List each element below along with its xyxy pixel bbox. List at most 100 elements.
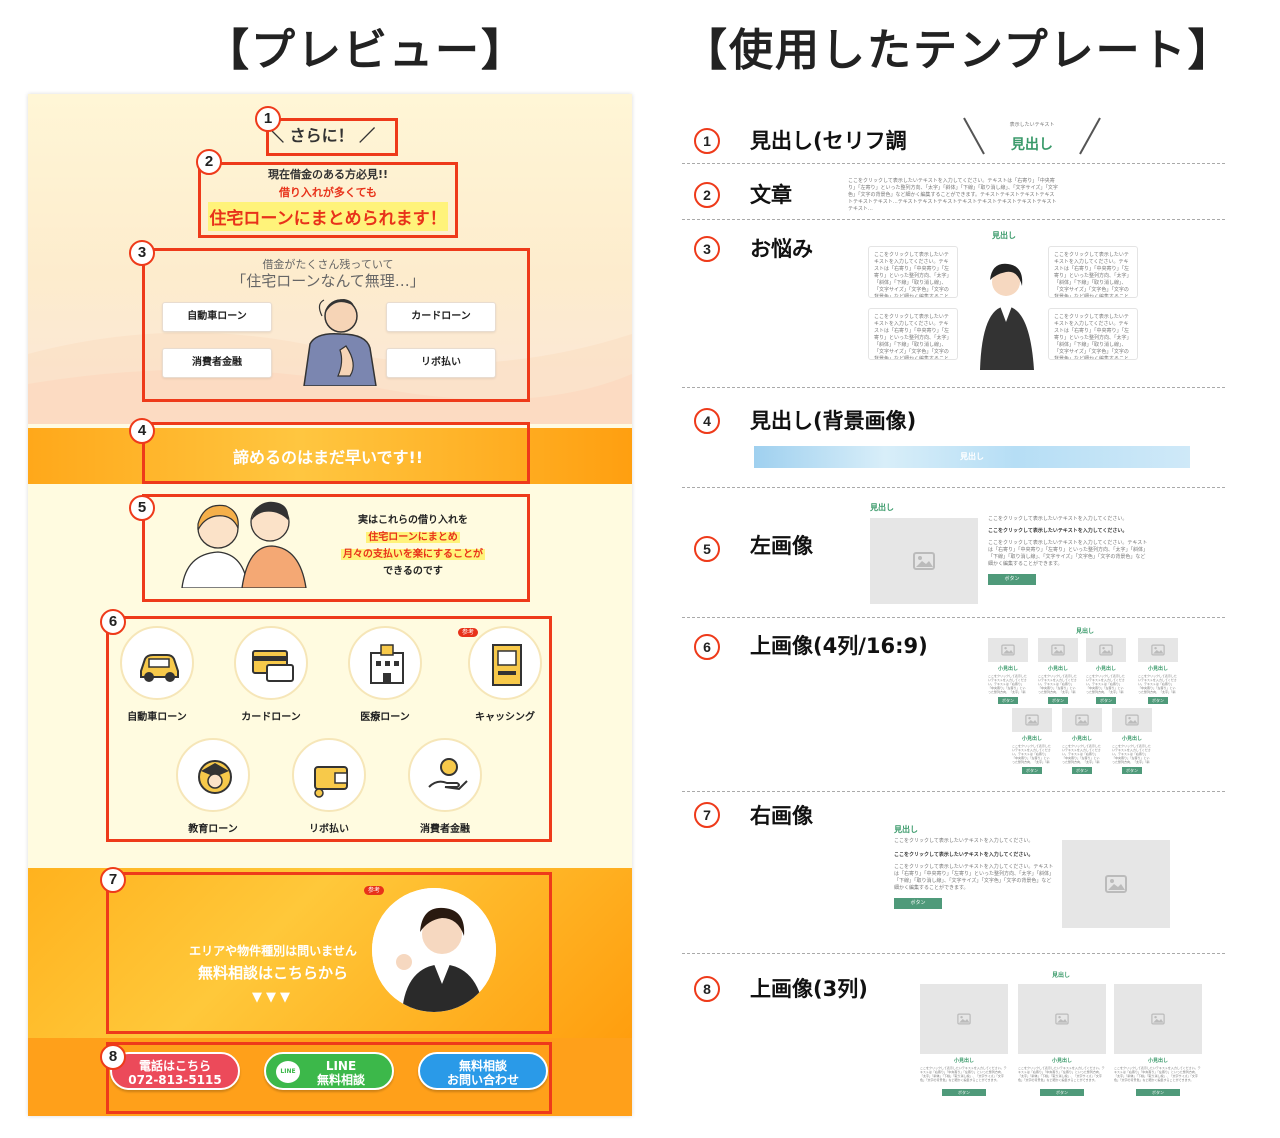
thumb-serif-heading: 表示したいテキスト 見出し [962,114,1102,158]
loan-label: 自動車ローン [127,712,187,723]
template-number: 6 [694,634,720,660]
preview-title: 【プレビュー】 [205,25,527,76]
thumb3-card: ここをクリックして表示したいテキストを入力してください。テキストは「右寄り」「中… [1048,308,1138,360]
image-placeholder-icon [1151,644,1165,656]
worried-man-illustration [303,299,377,386]
marker-6: 6 [100,609,126,635]
thumb-card: 小見出しここをクリックして表示したいテキストを入力してください。テキストは「右寄… [1138,638,1178,704]
thumb-card: 小見出しここをクリックして表示したいテキストを入力してください。テキストは「右寄… [1038,638,1078,704]
thumb7-button[interactable]: ボタン [894,898,942,909]
template-number: 1 [694,128,720,154]
worry-chip: リボ払い [386,348,496,378]
thumb-card-body: ここをクリックして表示したいテキストを入力してください。テキストは「右寄り」「中… [1062,744,1101,764]
template-row-8: 8 上画像(3列) 見出し 小見出しここをクリックして表示したいテキストを入力し… [682,954,1225,1118]
thumb-card-button[interactable]: ボタン [942,1089,986,1096]
loan-circle [120,626,194,700]
phone-button[interactable]: 電話はこちら 072-813-5115 [110,1052,240,1090]
thumb-card-image [920,984,1008,1054]
section2-line3: 住宅ローンにまとめられます！ [208,202,448,231]
loan-circle [468,626,542,700]
line-button[interactable]: LINE LINE 無料相談 [264,1052,394,1090]
loan-label: カードローン [241,712,301,723]
section5-line4: できるのです [383,566,443,577]
thumb-card-image [1112,708,1152,732]
hospital-icon [370,644,404,684]
thumb6-grid: 小見出しここをクリックして表示したいテキストを入力してください。テキストは「右寄… [682,618,1225,792]
thumb-card-body: ここをクリックして表示したいテキストを入力してください。テキストは「右寄り」「中… [1086,674,1125,694]
marker-3: 3 [129,240,155,266]
thumb-card-button[interactable]: ボタン [1136,1089,1180,1096]
thumb-card-button[interactable]: ボタン [1122,767,1142,774]
thumb-card: 小見出しここをクリックして表示したいテキストを入力してください。テキストは「右寄… [1018,984,1106,1096]
thumb-card-body: ここをクリックして表示したいテキストを入力してください。テキストは「右寄り」「中… [1114,1066,1201,1082]
thumb-card-subtitle: 小見出し [1095,666,1116,672]
thumb-card-body: ここをクリックして表示したいテキストを入力してください。テキストは「右寄り」「中… [1018,1066,1105,1082]
phone-number: 072-813-5115 [128,1073,222,1087]
badge-sample: 参考 [364,886,384,895]
image-placeholder-icon [1051,644,1065,656]
thumb-card-image [1138,638,1178,662]
marker-2: 2 [196,149,222,175]
highlight-box-8 [106,1042,552,1114]
student-icon [198,760,232,794]
thumb-card-button[interactable]: ボタン [998,697,1018,704]
image-placeholder-icon [913,552,935,570]
template-row-1: 1 見出し(セリフ調 表示したいテキスト 見出し [682,108,1225,164]
line-icon: LINE [276,1061,300,1083]
thumb-card-button[interactable]: ボタン [1040,1089,1084,1096]
loan-circle [408,738,482,812]
image-placeholder-icon [1099,644,1113,656]
thumb-card-subtitle: 小見出し [1047,666,1068,672]
template-label: お悩み [750,237,813,261]
template-number: 2 [694,182,720,208]
template-label: 左画像 [750,534,813,558]
preview-panel: ＼ さらに！ ／ 1 現在借金のある方必見!! 借り入れが多くても 住宅ローンに… [28,94,632,1116]
thumb-card: 小見出しここをクリックして表示したいテキストを入力してください。テキストは「右寄… [1114,984,1202,1096]
template-label: 上画像(3列) [750,977,868,1001]
thumb-card-button[interactable]: ボタン [1022,767,1042,774]
thumb-card: 小見出しここをクリックして表示したいテキストを入力してください。テキストは「右寄… [1086,638,1126,704]
section1-heading: ＼ さらに！ ／ [268,126,376,145]
thumb7-line1: ここをクリックして表示したいテキストを入力してください。 [894,838,1034,844]
loan-circle [176,738,250,812]
thumb8-title: 見出し [1052,972,1071,979]
highlight-box-7 [106,872,552,1034]
thumb-card-button[interactable]: ボタン [1072,767,1092,774]
template-label: 文章 [750,183,792,207]
couple-illustration [181,501,307,588]
highlight-box-5 [142,494,530,602]
thumb-card-subtitle: 小見出し [1121,736,1142,742]
template-number: 7 [694,802,720,828]
car-icon [140,654,179,682]
thumb-card-image [1018,984,1106,1054]
template-number: 5 [694,536,720,562]
template-row-7: 7 右画像 見出し ここをクリックして表示したいテキストを入力してください。 こ… [682,792,1225,954]
loan-label: 消費者金融 [420,824,470,835]
coin-hand-icon [428,758,468,791]
thumb-card-image [1114,984,1202,1054]
section7-line2: 無料相談はこちらから [197,964,348,982]
thumb7-bold: ここをクリックして表示したいテキストを入力してください。 [894,852,1034,858]
thumb-card: 小見出しここをクリックして表示したいテキストを入力してください。テキストは「右寄… [1012,708,1052,774]
template-number: 8 [694,976,720,1002]
image-placeholder-icon [1125,714,1139,726]
template-title: 【使用したテンプレート】 [683,25,1234,76]
marker-8: 8 [100,1044,126,1070]
thumb-card-button[interactable]: ボタン [1096,697,1116,704]
worry-chip: 自動車ローン [162,302,272,332]
wallet-icon [314,766,348,798]
marker-1: 1 [255,106,281,132]
thumb3-woman-photo [980,263,1034,370]
contact-button[interactable]: 無料相談 お問い合わせ [418,1052,548,1090]
image-placeholder-icon [1025,714,1039,726]
thumb-card-button[interactable]: ボタン [1048,697,1068,704]
thumb-card-button[interactable]: ボタン [1148,697,1168,704]
thumb1-sub: 表示したいテキスト [1009,122,1055,128]
thumb-card-subtitle: 小見出し [1147,666,1168,672]
thumb-card-subtitle: 小見出し [1071,736,1092,742]
template-label: 見出し(背景画像) [750,409,917,433]
thumb3-card: ここをクリックして表示したいテキストを入力してください。テキストは「右寄り」「中… [868,246,958,298]
thumb5-button[interactable]: ボタン [988,574,1036,585]
template-row-5: 5 左画像 見出し ここをクリックして表示したいテキストを入力してください。 こ… [682,488,1225,618]
image-placeholder-icon [1151,1013,1165,1025]
